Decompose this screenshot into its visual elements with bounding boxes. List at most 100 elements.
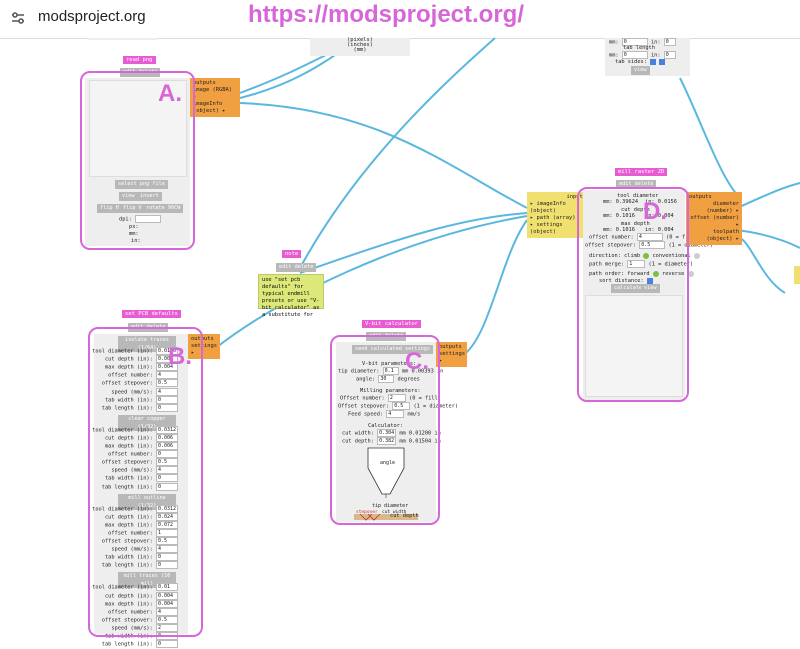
tab-sides-checkbox-2[interactable] (659, 58, 666, 65)
pcb-param-label: offset number: (108, 609, 153, 616)
view-button[interactable]: view (631, 66, 650, 75)
pcb-param-input[interactable]: 1 (156, 528, 178, 537)
pcb-param-input[interactable]: 4 (156, 545, 178, 554)
pcb-param-input[interactable]: 0.004 (156, 599, 178, 608)
pcb-param-input[interactable]: 0.5 (156, 537, 178, 545)
pcb-defaults-title[interactable]: set PCB defaults (122, 310, 181, 318)
top-module-fragment: (pixels) (inches) (mm) (310, 37, 410, 56)
pcb-param-input[interactable]: 4 (156, 466, 178, 475)
pcb-param-input[interactable]: 4 (156, 607, 178, 616)
pcb-param-input[interactable]: 0 (156, 450, 178, 459)
pcb-param-input[interactable]: 4 (156, 371, 178, 380)
pcb-param-row: tab length (in): 0 (102, 640, 178, 649)
tab-length-in[interactable]: 0 (663, 51, 676, 59)
pcb-param-input[interactable]: 0.0312 (155, 425, 178, 434)
pcb-param-input[interactable]: 0.004 (156, 591, 178, 600)
climb-radio[interactable] (643, 252, 650, 259)
dpi-input[interactable] (134, 215, 161, 223)
mill-offset-input[interactable]: 4 (636, 233, 663, 241)
output-image[interactable]: image (RGBA) ▸ (193, 87, 232, 100)
pcb-param-row: tab length (in): 0 (101, 482, 178, 492)
input-path[interactable]: ▸ path (array) (530, 215, 576, 221)
pcb-param-input[interactable]: 0 (156, 482, 178, 491)
flip-v-button[interactable]: flip V (120, 204, 145, 213)
pcb-param-input[interactable]: 0.0156 (155, 347, 178, 355)
offscreen-module-fragment (794, 266, 800, 284)
pcb-param-input[interactable]: 0 (156, 395, 178, 404)
pcb-param-input[interactable]: 0.004 (156, 355, 178, 364)
pcb-param-input[interactable]: 0.004 (156, 363, 178, 372)
offset-stepover-input[interactable]: 0.5 (392, 402, 411, 410)
pcb-param-row: cut depth (in): 0.004 (105, 591, 178, 601)
pcb-param-input[interactable]: 4 (156, 387, 178, 396)
send-settings-button[interactable]: send calculated settings (352, 345, 433, 354)
pcb-param-input[interactable]: 2 (156, 623, 178, 632)
offset-number-input[interactable]: 2 (387, 394, 406, 402)
units-pixels: (pixels) (347, 37, 373, 43)
angle-input[interactable]: 30 (378, 375, 395, 383)
mill-edit-delete[interactable]: edit delete (616, 180, 657, 189)
feed-speed-input[interactable]: 4 (386, 410, 405, 418)
sort-distance-checkbox[interactable] (646, 277, 653, 284)
mill-view-button[interactable]: view (641, 284, 660, 293)
url-text[interactable]: modsproject.org (38, 8, 146, 25)
annotation-ring-c (330, 335, 440, 525)
vbit-title[interactable]: V-bit calculator (362, 320, 421, 328)
rotate-button[interactable]: rotate 90CW (143, 204, 184, 213)
pcb-param-input[interactable]: 0 (156, 640, 178, 649)
select-png-button[interactable]: select png file (115, 180, 168, 189)
pcb-param-input[interactable]: 0.072 (156, 520, 178, 529)
calculate-button[interactable]: calculate (611, 284, 646, 293)
tip-diameter-input[interactable]: 0.1 (382, 367, 399, 375)
mill-raster-title[interactable]: mill raster 2D (615, 168, 668, 176)
pcb-param-input[interactable]: 0.5 (156, 615, 178, 624)
output-offset[interactable]: offset (number) ▸ (690, 215, 739, 228)
view-button[interactable]: view (119, 192, 138, 201)
forward-radio[interactable] (652, 270, 659, 277)
vbit-outputs: outputs settings ▸ (436, 342, 467, 367)
read-png-title[interactable]: read png (123, 56, 156, 64)
pcb-param-input[interactable]: 0 (156, 474, 178, 483)
pcb-param-input[interactable]: 0.5 (156, 458, 178, 467)
pcb-param-input[interactable]: 0.006 (156, 433, 178, 442)
path-merge-input[interactable]: 1 (627, 260, 646, 268)
pcb-param-input[interactable]: 0.5 (156, 379, 178, 388)
pcb-param-label: tab width (in): (104, 475, 153, 482)
tab-sides-checkbox-1[interactable] (650, 58, 657, 65)
conventional-radio[interactable] (693, 252, 700, 259)
pcb-param-input[interactable]: 0.0312 (155, 504, 178, 513)
pcb-param-row: max depth (in): 0.072 (105, 520, 178, 530)
input-settings[interactable]: ▸ settings (object) (530, 222, 563, 235)
reverse-radio[interactable] (687, 270, 694, 277)
pcb-param-label: tab length (in): (101, 562, 153, 569)
pcb-param-input[interactable]: 0.024 (156, 512, 178, 521)
pcb-param-input[interactable]: 0 (156, 403, 178, 412)
pcb-param-label: tab length (in): (101, 484, 153, 490)
invert-button[interactable]: invert (137, 192, 162, 201)
output-settings[interactable]: settings ▸ (439, 351, 465, 364)
cut-width-output: 0.304 (377, 429, 397, 437)
output-diameter[interactable]: diameter (number) ▸ (706, 201, 739, 214)
output-imageinfo[interactable]: imageInfo (object) ▸ (193, 101, 226, 114)
in-label: in: (131, 238, 141, 244)
output-settings[interactable]: settings ▸ (191, 343, 217, 356)
pcb-param-input[interactable]: 0 (156, 553, 178, 562)
output-toolpath[interactable]: toolpath (object) ▸ (706, 229, 739, 242)
annotation-label-d: D. (643, 198, 667, 225)
annotation-label-b: B. (168, 343, 192, 370)
note-text[interactable]: use "set pcb defaults" for typical endmi… (258, 274, 324, 318)
pcb-param-input[interactable]: 0.01 (156, 583, 178, 592)
pcb-param-row: cut depth (in): 0.006 (105, 433, 178, 443)
tab-width-in[interactable]: 0 (663, 38, 676, 46)
flip-h-button[interactable]: flip H (97, 204, 122, 213)
site-settings-icon[interactable] (10, 10, 26, 26)
input-imageinfo[interactable]: ▸ imageInfo (object) (530, 201, 566, 214)
pcb-param-row: tool diameter (in): 0.0312 (92, 504, 178, 514)
pcb-param-row: tab width (in): 0 (105, 553, 178, 562)
pcb-param-input[interactable]: 0 (156, 561, 178, 570)
mods-canvas[interactable]: (pixels) (inches) (mm) mm: 0 in: 0 tab l… (0, 37, 800, 649)
note-edit-delete[interactable]: edit delete (276, 263, 317, 272)
pcb-param-input[interactable]: 0.006 (156, 442, 178, 450)
note-title[interactable]: note (282, 250, 302, 258)
mill-stepover-input[interactable]: 0.5 (639, 241, 666, 249)
